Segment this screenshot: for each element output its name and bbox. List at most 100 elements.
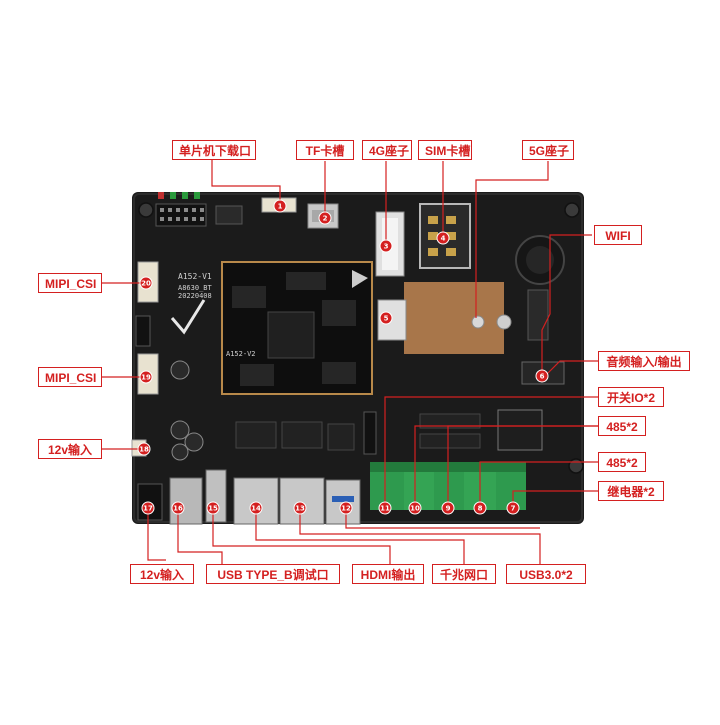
marker-number-18: 18 bbox=[139, 446, 149, 454]
label-4g-socket: 4G座子 bbox=[362, 140, 412, 160]
capacitor-4 bbox=[171, 443, 189, 461]
led-green-1 bbox=[170, 192, 176, 199]
marker-circle-19 bbox=[139, 370, 153, 384]
label-mipi-csi-top: MIPI_CSI bbox=[38, 273, 102, 293]
usb3-port-tongue bbox=[332, 496, 354, 502]
ic-right-1 bbox=[419, 413, 481, 429]
marker-16: 16 bbox=[171, 501, 185, 515]
marker-circle-20 bbox=[139, 276, 153, 290]
label-mipi-csi-bottom: MIPI_CSI bbox=[38, 367, 102, 387]
label-switch-io: 开关IO*2 bbox=[598, 387, 664, 407]
ic-middle-2 bbox=[281, 421, 323, 449]
marker-number-19: 19 bbox=[141, 374, 151, 382]
marker-circle-12 bbox=[339, 501, 353, 515]
board-date-text: 20220408 bbox=[178, 292, 212, 300]
marker-circle-2 bbox=[318, 211, 332, 225]
marker-number-10: 10 bbox=[410, 505, 420, 513]
som-chip-d bbox=[240, 364, 274, 386]
marker-circle-7 bbox=[506, 501, 520, 515]
relay-block bbox=[497, 409, 543, 451]
marker-number-1: 1 bbox=[278, 203, 283, 211]
label-gigabit-eth: 千兆网口 bbox=[432, 564, 496, 584]
wifi-antenna bbox=[527, 289, 549, 341]
marker-circle-15 bbox=[206, 501, 220, 515]
label-5g-socket: 5G座子 bbox=[522, 140, 574, 160]
som-chip-a bbox=[232, 286, 266, 308]
usb-debug-port bbox=[205, 469, 227, 523]
marker-circle-1 bbox=[273, 199, 287, 213]
marker-number-6: 6 bbox=[540, 373, 545, 381]
mount-hole-tr bbox=[564, 202, 580, 218]
som-chip-e bbox=[322, 362, 356, 384]
rtc-battery-inner bbox=[526, 246, 554, 274]
marker-5: 5 bbox=[379, 311, 393, 325]
som-logo bbox=[352, 270, 368, 288]
marker-11: 11 bbox=[378, 501, 392, 515]
marker-6: 6 bbox=[535, 369, 549, 383]
board-logo-check bbox=[170, 299, 206, 335]
led-red bbox=[158, 192, 164, 199]
marker-number-2: 2 bbox=[323, 215, 328, 223]
module-5g-area bbox=[404, 282, 504, 354]
usb-type-b-port bbox=[169, 477, 203, 525]
marker-number-7: 7 bbox=[511, 505, 516, 513]
mount-hole-br bbox=[568, 458, 584, 474]
marker-4: 4 bbox=[436, 231, 450, 245]
led-green-2 bbox=[182, 192, 188, 199]
label-485-b: 485*2 bbox=[598, 452, 646, 472]
marker-7: 7 bbox=[506, 501, 520, 515]
marker-circle-9 bbox=[441, 501, 455, 515]
label-mcu-download: 单片机下载口 bbox=[172, 140, 256, 160]
label-12v-input-bottom: 12v输入 bbox=[130, 564, 194, 584]
marker-14: 14 bbox=[249, 501, 263, 515]
marker-number-11: 11 bbox=[380, 505, 390, 513]
module-standoff bbox=[496, 314, 512, 330]
header-middle bbox=[363, 411, 377, 455]
marker-circle-17 bbox=[141, 501, 155, 515]
label-audio-io: 音频输入/输出 bbox=[598, 351, 690, 371]
marker-number-3: 3 bbox=[384, 243, 389, 251]
label-usb-type-b: USB TYPE_B调试口 bbox=[206, 564, 340, 584]
label-12v-input-left: 12v输入 bbox=[38, 439, 102, 459]
capacitor-2 bbox=[170, 420, 190, 440]
som-text: A152-V2 bbox=[226, 350, 256, 358]
led-green-3 bbox=[194, 192, 200, 199]
marker-circle-4 bbox=[436, 231, 450, 245]
marker-8: 8 bbox=[473, 501, 487, 515]
marker-15: 15 bbox=[206, 501, 220, 515]
label-tf-slot: TF卡槽 bbox=[296, 140, 354, 160]
marker-18: 18 bbox=[137, 442, 151, 456]
marker-number-12: 12 bbox=[341, 505, 351, 513]
marker-circle-11 bbox=[378, 501, 392, 515]
som-chip-c bbox=[322, 300, 356, 326]
som-chip-b bbox=[286, 272, 326, 290]
marker-12: 12 bbox=[339, 501, 353, 515]
board-submodel-text: A8630_BT bbox=[178, 284, 212, 292]
marker-9: 9 bbox=[441, 501, 455, 515]
pin-header-pins bbox=[160, 208, 204, 221]
marker-circle-6 bbox=[535, 369, 549, 383]
marker-17: 17 bbox=[141, 501, 155, 515]
leader-lines bbox=[102, 159, 598, 564]
marker-number-5: 5 bbox=[384, 315, 389, 323]
marker-19: 19 bbox=[139, 370, 153, 384]
marker-1: 1 bbox=[273, 199, 287, 213]
marker-number-9: 9 bbox=[446, 505, 451, 513]
marker-number-15: 15 bbox=[208, 505, 218, 513]
switch-block bbox=[215, 205, 243, 225]
label-hdmi-out: HDMI输出 bbox=[352, 564, 424, 584]
module-screw bbox=[471, 315, 485, 329]
marker-number-16: 16 bbox=[173, 505, 183, 513]
ic-right-2 bbox=[419, 433, 481, 449]
ic-middle-3 bbox=[327, 423, 355, 451]
marker-circle-13 bbox=[293, 501, 307, 515]
pin-header-top-left bbox=[155, 203, 207, 227]
marker-number-14: 14 bbox=[251, 505, 261, 513]
label-485-a: 485*2 bbox=[598, 416, 646, 436]
label-relay: 继电器*2 bbox=[598, 481, 664, 501]
capacitor-3 bbox=[184, 432, 204, 452]
marker-circle-14 bbox=[249, 501, 263, 515]
